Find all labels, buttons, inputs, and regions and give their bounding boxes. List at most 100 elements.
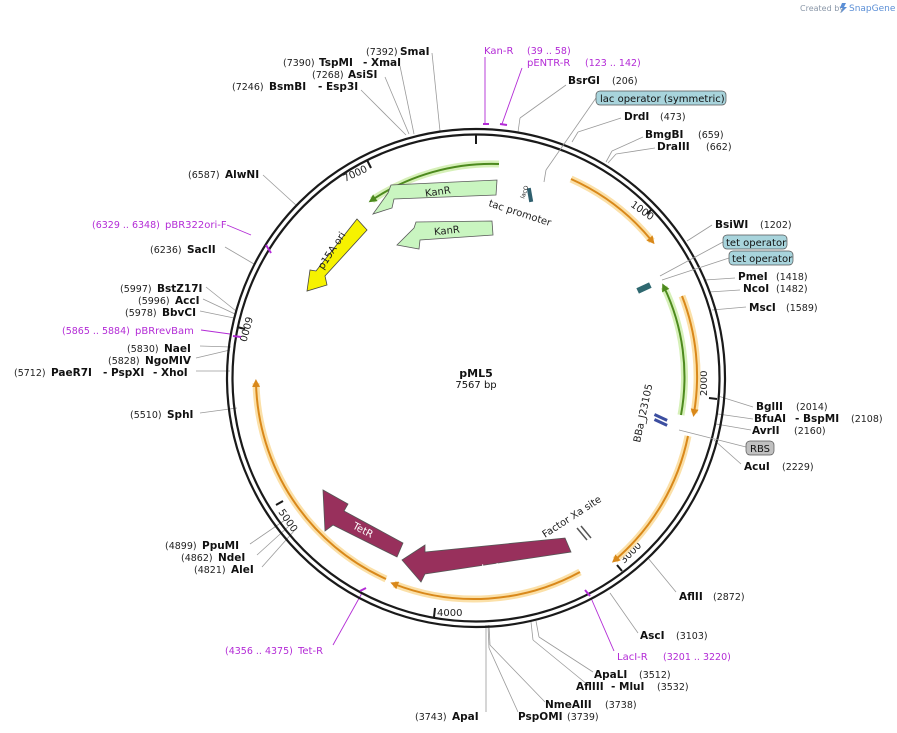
primer-pbr322ori-f-range: (6329 .. 6348) bbox=[92, 220, 160, 231]
site-pos-bmgbi: (659) bbox=[698, 130, 724, 141]
credit-brand[interactable]: SnapGene bbox=[849, 4, 896, 14]
site-drdi[interactable]: DrdI bbox=[624, 111, 649, 123]
site-pmei[interactable]: PmeI bbox=[738, 271, 768, 283]
site-alwni[interactable]: AlwNI bbox=[225, 169, 259, 181]
credit-prefix: Created by bbox=[800, 4, 844, 13]
site-smai[interactable]: SmaI bbox=[400, 46, 430, 58]
site-ppumi[interactable]: PpuMI bbox=[202, 540, 239, 552]
site-asci[interactable]: AscI bbox=[640, 630, 665, 642]
tick-label-2000: 2000 bbox=[699, 371, 710, 396]
feature-arc-right[interactable] bbox=[681, 295, 699, 417]
site-pos-aflii: (2872) bbox=[713, 592, 745, 603]
tetr-arrow[interactable]: TetR bbox=[322, 489, 404, 558]
kanr-arrow-1[interactable]: KanR bbox=[371, 179, 498, 215]
laci-arrow[interactable]: lacI bbox=[401, 537, 572, 583]
site-pspomi[interactable]: PspOMI bbox=[518, 711, 563, 723]
factor-xa-label: Factor Xa site bbox=[541, 494, 604, 540]
site-bsrgi[interactable]: BsrGI bbox=[568, 75, 600, 87]
site-bstz17i[interactable]: BstZ17I bbox=[157, 283, 202, 295]
laci-label: lacI bbox=[481, 562, 499, 575]
box-lac-operator[interactable]: lac operator (symmetric) bbox=[543, 90, 727, 183]
site-ngomiv[interactable]: NgoMIV bbox=[145, 355, 192, 367]
site-ncoi[interactable]: NcoI bbox=[743, 283, 769, 295]
site-pos-asci: (3103) bbox=[676, 631, 708, 642]
site-pos-afliii: (3532) bbox=[657, 682, 689, 693]
primer-pentr-r[interactable]: pENTR-R bbox=[527, 58, 570, 69]
primer-kan-r[interactable]: Kan-R bbox=[484, 46, 513, 57]
site-draiii[interactable]: DraIII bbox=[657, 141, 690, 153]
p15a-ori-arrow[interactable]: p15A ori bbox=[306, 218, 368, 292]
site-nmeaiii[interactable]: NmeAIII bbox=[545, 699, 592, 711]
site-apai[interactable]: ApaI bbox=[452, 711, 479, 723]
primer-laci-r[interactable]: LacI-R bbox=[617, 652, 648, 663]
feature-arc-kanr[interactable] bbox=[368, 162, 500, 203]
site-pos-bsmbi: (7246) bbox=[232, 82, 264, 93]
site-mlui[interactable]: - MluI bbox=[611, 681, 644, 693]
kanr-label-2: KanR bbox=[434, 225, 461, 239]
feature-arc-left[interactable] bbox=[252, 379, 387, 580]
site-pos-acci: (5996) bbox=[138, 296, 170, 307]
box-rbs-label: RBS bbox=[750, 444, 770, 455]
feature-arc-top-right[interactable] bbox=[570, 178, 655, 245]
primer-pbrrevbam[interactable]: pBRrevBam bbox=[135, 326, 194, 337]
site-aflii[interactable]: AflII bbox=[679, 591, 703, 603]
tick-label-4000: 4000 bbox=[437, 608, 462, 619]
feature-arc-bottom-right[interactable] bbox=[611, 435, 689, 563]
site-pos-pmei: (1418) bbox=[776, 272, 808, 283]
site-pos-ppumi: (4899) bbox=[165, 541, 197, 552]
box-tet-operator-2[interactable]: tet operator bbox=[661, 250, 794, 281]
site-acci[interactable]: AccI bbox=[175, 295, 199, 307]
site-sacii[interactable]: SacII bbox=[187, 244, 216, 256]
site-avrii[interactable]: AvrII bbox=[752, 425, 780, 437]
site-bglii[interactable]: BglII bbox=[756, 401, 783, 413]
site-bsiwi[interactable]: BsiWI bbox=[715, 219, 748, 231]
site-afliii[interactable]: AflIII bbox=[576, 681, 604, 693]
feature-arc-green[interactable] bbox=[662, 283, 686, 416]
primer-tet-r-range: (4356 .. 4375) bbox=[225, 646, 293, 657]
site-asisi[interactable]: AsiSI bbox=[348, 69, 377, 81]
box-tet-operator-2-label: tet operator bbox=[732, 254, 793, 265]
site-bfuai[interactable]: BfuAI bbox=[754, 413, 786, 425]
site-bbvci[interactable]: BbvCI bbox=[162, 307, 196, 319]
plasmid-size: 7567 bp bbox=[455, 380, 496, 391]
site-pos-asisi: (7268) bbox=[312, 70, 344, 81]
site-apali[interactable]: ApaLI bbox=[594, 669, 627, 681]
site-ndei[interactable]: NdeI bbox=[218, 552, 245, 564]
primer-pbrrevbam-range: (5865 .. 5884) bbox=[62, 326, 130, 337]
site-pos-alei: (4821) bbox=[194, 565, 226, 576]
site-bmgbi[interactable]: BmgBI bbox=[645, 129, 683, 141]
box-tet-operator-1[interactable]: tet operator bbox=[659, 234, 788, 277]
site-xmai[interactable]: - XmaI bbox=[363, 57, 401, 69]
operator-marks bbox=[526, 187, 668, 541]
site-pos-ncoi: (1482) bbox=[776, 284, 808, 295]
feature-arc-bottom[interactable] bbox=[390, 571, 581, 601]
primer-pbr322ori-f[interactable]: pBR322ori-F bbox=[165, 220, 227, 231]
site-bspmi[interactable]: - BspMI bbox=[795, 413, 839, 425]
primer-tet-r[interactable]: Tet-R bbox=[297, 646, 323, 657]
site-pos-draiii: (662) bbox=[706, 142, 732, 153]
site-sphi[interactable]: SphI bbox=[167, 409, 193, 421]
site-acui[interactable]: AcuI bbox=[744, 461, 770, 473]
primer-pentr-r-range: (123 .. 142) bbox=[585, 58, 641, 69]
site-pspxi[interactable]: - PspXI bbox=[103, 367, 144, 379]
feature-arc-green-glow bbox=[660, 285, 688, 416]
site-pos-naei: (5830) bbox=[127, 344, 159, 355]
site-pos-bfuai: (2108) bbox=[851, 414, 883, 425]
kanr-arrow-2[interactable]: KanR bbox=[396, 220, 494, 250]
site-tspmi[interactable]: TspMI bbox=[319, 57, 353, 69]
site-pos-sphi: (5510) bbox=[130, 410, 162, 421]
site-msci[interactable]: MscI bbox=[749, 302, 776, 314]
site-alei[interactable]: AleI bbox=[231, 564, 254, 576]
feature-arc-left-glow bbox=[252, 382, 388, 583]
site-bsmbi[interactable]: BsmBI bbox=[269, 81, 306, 93]
site-xhoi[interactable]: - XhoI bbox=[153, 367, 188, 379]
site-pos-bbvci: (5978) bbox=[125, 308, 157, 319]
backbone-inner bbox=[231, 133, 721, 623]
site-pos-apai: (3743) bbox=[415, 712, 447, 723]
site-naei[interactable]: NaeI bbox=[164, 343, 191, 355]
site-paer7i[interactable]: PaeR7I bbox=[51, 367, 92, 379]
tac-promoter-label: tac promoter bbox=[487, 198, 553, 229]
box-rbs[interactable]: RBS bbox=[678, 429, 775, 456]
site-esp3i[interactable]: - Esp3I bbox=[318, 81, 358, 93]
